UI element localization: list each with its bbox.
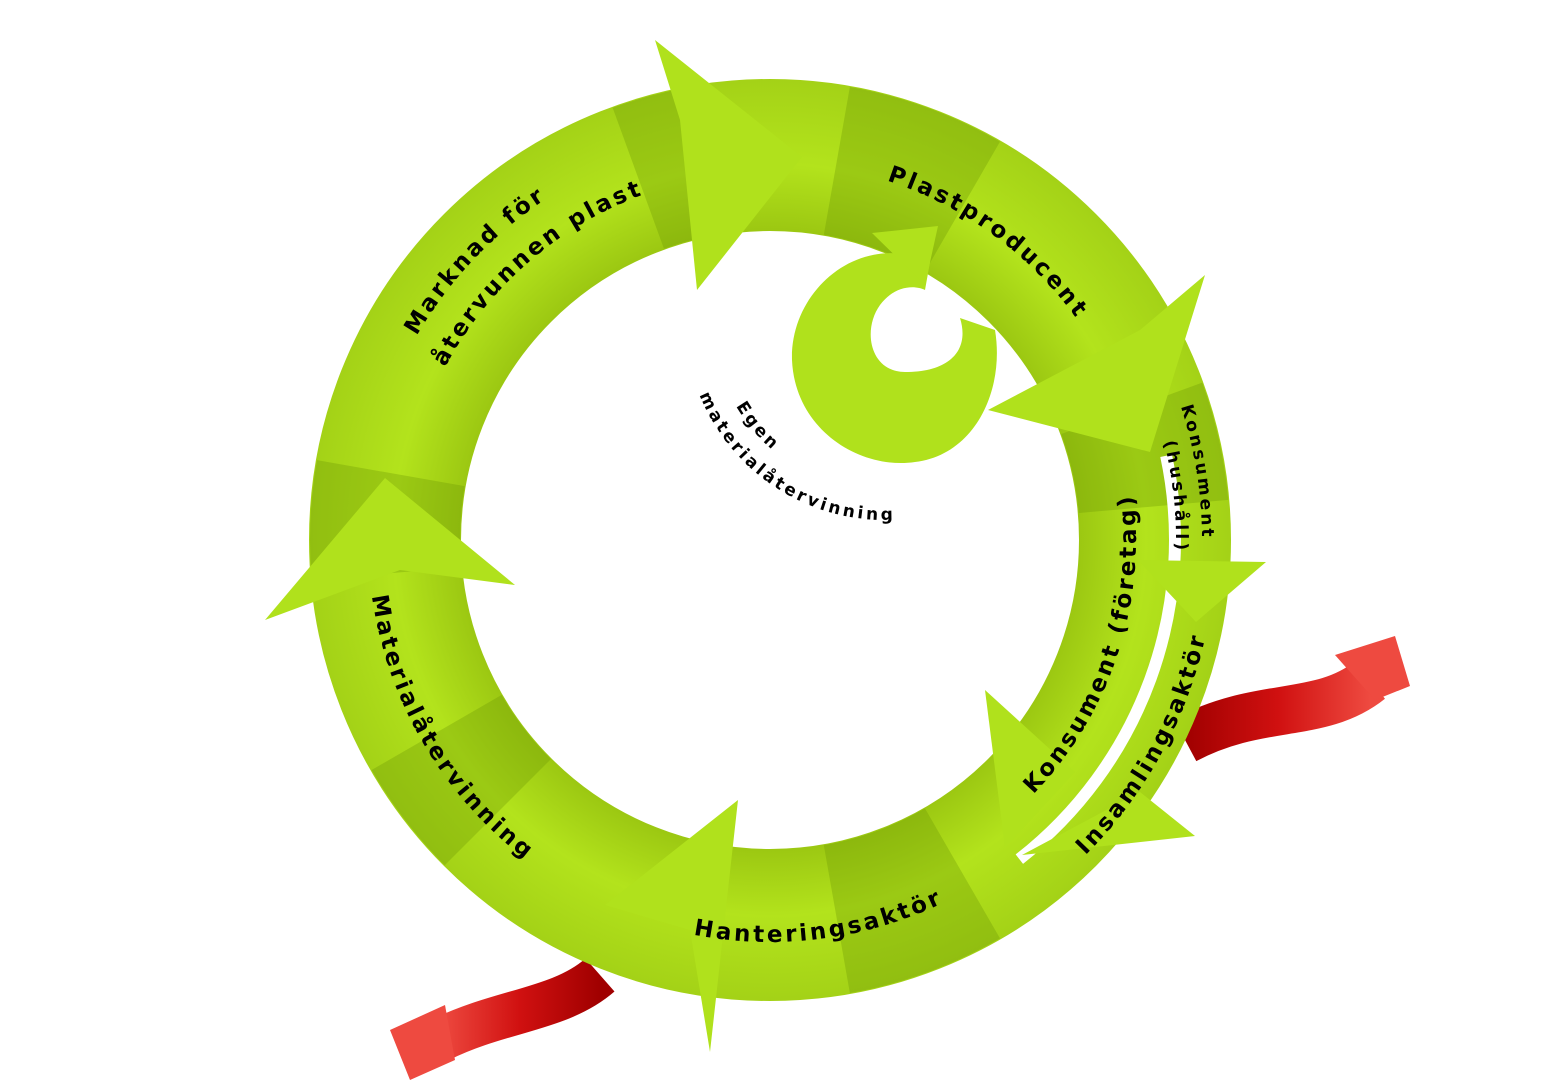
arrowhead-to-plastproducent [655,40,802,290]
arrowheads [265,40,1266,1052]
arrowhead-insamling [1022,792,1195,855]
arrowhead-konsument-hushall [1138,560,1266,622]
egen-materialatervinning-loop [791,226,997,464]
arrowhead-to-materialatervinning [265,478,515,620]
arrowhead-to-konsument [988,275,1205,452]
arrowhead-to-hanteringsaktor [605,800,738,1052]
leak-arrow-left [390,957,615,1080]
leak-arrow-right [1173,636,1410,762]
ring-split-gap [1015,454,1181,864]
ring-shade-band [822,807,1000,994]
ring-shade-band [371,693,552,866]
arrowhead-konsument-foretag [985,690,1075,848]
loop-arrowhead [872,226,938,285]
ring-shade-band [822,86,1000,273]
